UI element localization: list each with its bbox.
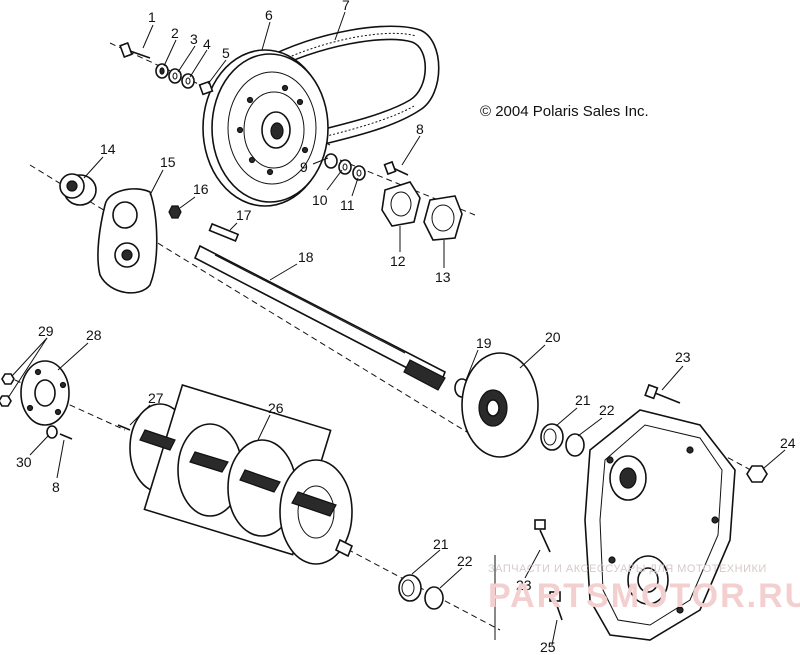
bearing-14: [59, 173, 97, 206]
track-drive-shaft-26: [129, 384, 354, 565]
callout-23b: 23: [516, 577, 532, 593]
drive-sheave: [202, 49, 329, 207]
washer-30: [46, 425, 58, 439]
bolt-23-lower: [534, 519, 551, 553]
callout-22b: 22: [457, 553, 473, 569]
callout-2: 2: [171, 25, 179, 41]
bolt-25: [549, 591, 563, 621]
callout-21a: 21: [575, 392, 591, 408]
callout-3: 3: [190, 31, 198, 47]
bolt-1: [119, 41, 151, 59]
bearing-21-lower: [398, 574, 422, 602]
washers-9-10-11: [324, 153, 366, 181]
callout-23a: 23: [675, 349, 691, 365]
bolt-23-upper: [644, 383, 681, 404]
pin-27: [117, 424, 131, 431]
callout-30: 30: [16, 454, 32, 470]
ring-22-upper: [565, 433, 585, 457]
copyright-notice: © 2004 Polaris Sales Inc.: [480, 103, 649, 120]
washers-2-3-4: [155, 63, 214, 96]
callout-13: 13: [435, 269, 451, 285]
callout-11: 11: [340, 197, 355, 213]
nut-16: [168, 205, 182, 219]
callout-17: 17: [236, 207, 252, 223]
key-17: [208, 222, 240, 242]
callout-6: 6: [265, 7, 273, 23]
ring-22-lower: [424, 586, 444, 610]
callout-8a: 8: [416, 121, 424, 137]
callout-labels: 1 2 3 4 5 6 7 8 9 10 11 12 13 14 15 16 1…: [16, 0, 796, 655]
callout-29: 29: [38, 323, 54, 339]
bearing-flange-13: [423, 195, 463, 241]
callout-19: 19: [476, 335, 492, 351]
bolt-8-upper: [383, 160, 409, 176]
callout-9: 9: [300, 159, 308, 175]
callout-12: 12: [390, 253, 406, 269]
callout-14: 14: [100, 141, 116, 157]
bearing-flange-12: [381, 181, 421, 227]
leader-lines: [7, 11, 786, 646]
brake-disc-20: [461, 352, 539, 458]
callout-27: 27: [148, 390, 164, 406]
callout-16: 16: [193, 181, 209, 197]
watermark-brand: PARTSMOTOR.RU: [488, 577, 800, 615]
callout-7: 7: [342, 0, 350, 13]
bearing-21-upper: [540, 423, 564, 451]
nut-29a: [1, 373, 15, 385]
callout-10: 10: [312, 192, 328, 208]
chaincase-housing: [584, 409, 736, 641]
callout-26: 26: [268, 400, 284, 416]
watermark: ЗАПЧАСТИ И АКСЕССУАРЫ ДЛЯ МОТОТЕХНИКИ PA…: [488, 563, 800, 615]
callout-25: 25: [540, 639, 556, 655]
nut-29b: [0, 395, 12, 407]
callout-8b: 8: [52, 479, 60, 495]
callout-4: 4: [203, 36, 211, 52]
callout-5: 5: [222, 45, 230, 61]
watermark-subtitle: ЗАПЧАСТИ И АКСЕССУАРЫ ДЛЯ МОТОТЕХНИКИ: [488, 563, 767, 575]
end-flange-28: [20, 360, 70, 426]
callout-20: 20: [545, 329, 561, 345]
callout-1: 1: [148, 9, 156, 25]
callout-24: 24: [780, 435, 796, 451]
callout-22a: 22: [599, 402, 615, 418]
callout-28: 28: [86, 327, 102, 343]
callout-15: 15: [160, 154, 176, 170]
flange-plate-15: [97, 188, 158, 294]
bolt-8-lower: [59, 433, 73, 440]
nut-24: [746, 465, 768, 483]
callout-18: 18: [298, 249, 314, 265]
callout-21b: 21: [433, 536, 449, 552]
shaft-18: [193, 244, 447, 391]
